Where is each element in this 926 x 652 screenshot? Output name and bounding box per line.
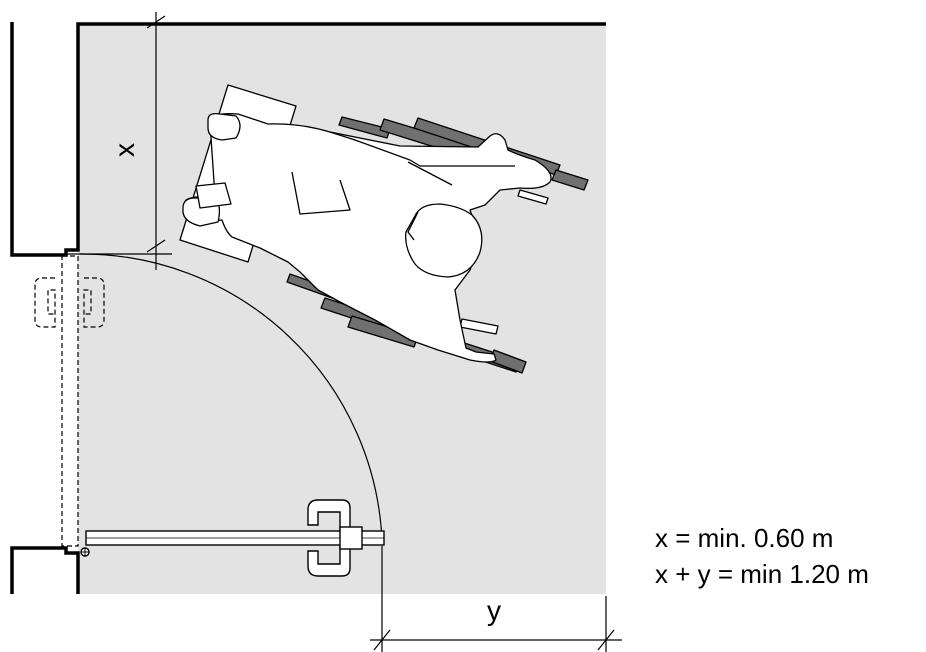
formula-min-x-plus-y: x + y = min 1.20 m xyxy=(655,559,869,589)
dimension-x xyxy=(66,12,172,270)
wheelchair-user-figure xyxy=(179,84,589,374)
dimension-y-label: y xyxy=(487,595,501,626)
formula-min-x: x = min. 0.60 m xyxy=(655,523,834,553)
wall-outline xyxy=(10,22,606,594)
door-closed-position xyxy=(34,255,105,547)
door-swing-arc xyxy=(79,253,383,541)
dimension-x-label: x xyxy=(109,143,140,157)
dimension-y xyxy=(370,546,622,652)
door-open-position xyxy=(80,499,385,577)
person-feet xyxy=(207,112,241,141)
person-head xyxy=(405,203,483,278)
